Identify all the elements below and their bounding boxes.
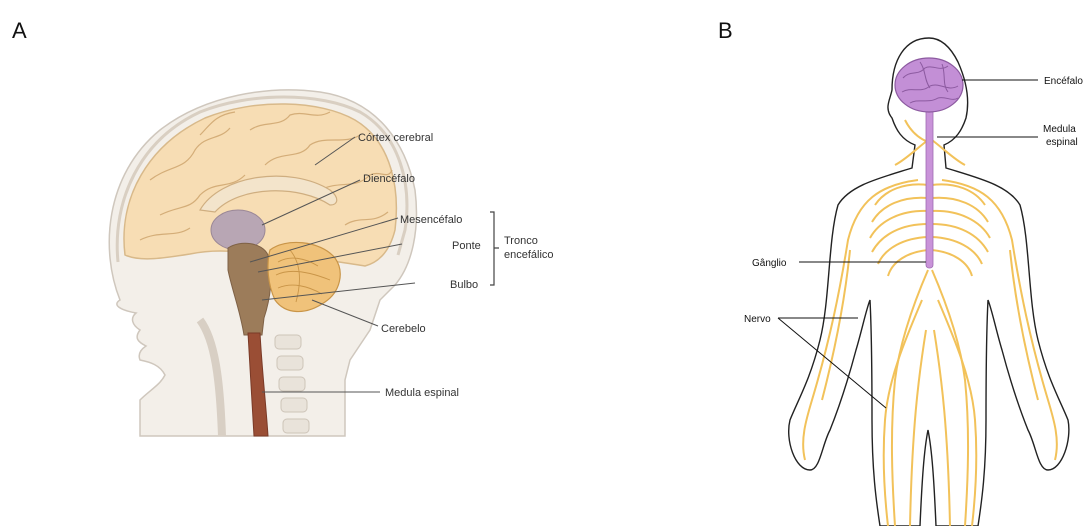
label-cortex-cerebral: Córtex cerebral: [358, 132, 433, 144]
label-diencefalo: Diencéfalo: [363, 173, 415, 185]
label-bulbo: Bulbo: [450, 279, 478, 291]
label-medula-line1: Medula: [1043, 124, 1076, 135]
brainstem-bracket: [490, 212, 499, 285]
label-mesencefalo: Mesencéfalo: [400, 214, 462, 226]
label-cerebelo: Cerebelo: [381, 323, 426, 335]
panel-b-illustration: Encéfalo Medula espinal Gânglio Nervo: [744, 38, 1083, 526]
brain-b: [895, 58, 963, 112]
label-tronco-line2: encefálico: [504, 249, 554, 261]
panel-a-illustration: Córtex cerebral Diencéfalo Mesencéfalo P…: [109, 90, 553, 436]
label-encefalo: Encéfalo: [1044, 76, 1083, 87]
label-medula-espinal: Medula espinal: [385, 387, 459, 399]
spinal-cord-b: [926, 102, 933, 268]
label-tronco-line1: Tronco: [504, 235, 538, 247]
label-ponte: Ponte: [452, 240, 481, 252]
label-medula-line2: espinal: [1046, 137, 1078, 148]
label-ganglio: Gânglio: [752, 258, 787, 269]
label-nervo: Nervo: [744, 314, 771, 325]
